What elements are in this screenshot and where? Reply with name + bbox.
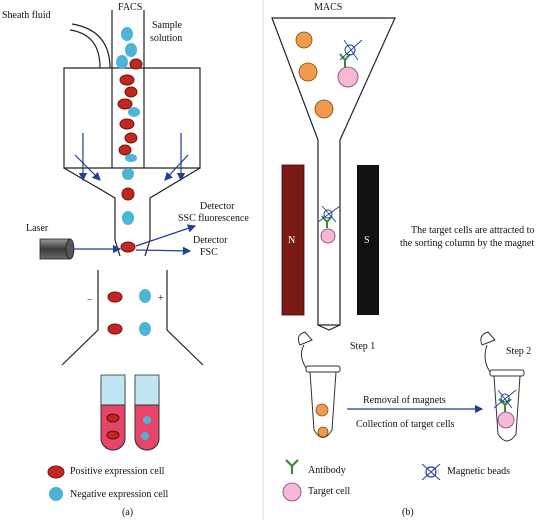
- detector-ssc-label-2: SSC fluorescence: [178, 213, 249, 224]
- negative-cell: [121, 27, 133, 41]
- positive-cell: [118, 144, 132, 156]
- laser-source: [39, 238, 122, 260]
- macs-funnel-cells: [295, 31, 363, 119]
- deflection-plate-left: [61, 270, 99, 366]
- negative-cell: [128, 107, 140, 117]
- panel-label-a: (a): [122, 507, 134, 518]
- step1-tube: [297, 331, 341, 438]
- magnet-south: [357, 165, 379, 315]
- macs-title: MACS: [314, 2, 343, 13]
- sample-cells: [116, 27, 143, 253]
- legend-antibody-swatch: [285, 459, 299, 474]
- legend-target-label: Target cell: [308, 486, 351, 497]
- legend-beads-label: Magnetic beads: [447, 466, 511, 477]
- negative-cell: [122, 168, 134, 180]
- magnet-n-label: N: [288, 235, 296, 246]
- positive-cell: [124, 132, 138, 144]
- detector-fsc-label-1: Detector: [193, 235, 228, 246]
- legend-negative-label: Negative expression cell: [70, 489, 169, 500]
- plus-plate-label: +: [158, 293, 164, 304]
- positive-cell: [119, 118, 135, 130]
- negative-cell: [125, 43, 137, 57]
- fsc-detector-arrow: [135, 246, 192, 256]
- arrow-label-bottom: Collection of target cells: [356, 419, 455, 430]
- minus-plate-label: −: [87, 295, 93, 306]
- legend-positive-label: Positive expression cell: [70, 466, 165, 477]
- detector-fsc-label-2: FSC: [200, 247, 218, 258]
- panel-label-b: (b): [402, 507, 414, 518]
- deflection-plate-right: [166, 270, 204, 366]
- collection-tubes: [100, 374, 160, 451]
- laser-label: Laser: [26, 223, 49, 234]
- sheath-flow-arrows: [74, 133, 189, 182]
- legend-negative-swatch: [49, 487, 63, 501]
- magnet-s-label: S: [364, 235, 370, 246]
- sheath-fluid-tube-outer: [71, 23, 111, 69]
- negative-cell: [116, 55, 128, 69]
- step2-label: Step 2: [506, 346, 532, 357]
- macs-column: [271, 17, 396, 331]
- sample-label-2: solution: [150, 33, 183, 44]
- arrow-label-top: Removal of magnets: [363, 395, 446, 406]
- step2-tube: [480, 331, 525, 442]
- sample-tube: [111, 10, 145, 168]
- negative-cell: [122, 211, 134, 225]
- positive-cell: [129, 58, 143, 70]
- ssc-detector-arrow: [135, 224, 197, 247]
- sample-label-1: Sample: [152, 20, 182, 31]
- magnet-north: [281, 164, 305, 316]
- facs-title: FACS: [118, 2, 143, 13]
- legend-target-swatch: [282, 482, 302, 502]
- detector-ssc-label-1: Detector: [200, 201, 235, 212]
- positive-cell: [117, 98, 133, 110]
- positive-cell: [124, 86, 138, 98]
- sheath-fluid-tube: [69, 29, 101, 69]
- legend-antibody-label: Antibody: [308, 465, 346, 476]
- legend-positive-swatch: [47, 465, 65, 479]
- negative-cell: [125, 154, 137, 162]
- sorted-droplets: [107, 289, 151, 336]
- interrogated-cell: [120, 241, 136, 253]
- sheath-fluid-label: Sheath fluid: [2, 10, 51, 21]
- captured-target-cell: [317, 205, 341, 244]
- nozzle-funnel: [63, 167, 201, 240]
- step1-label: Step 1: [350, 341, 376, 352]
- legend-beads-swatch: [421, 463, 441, 481]
- macs-note-line-2: the sorting column by the magnet: [400, 238, 535, 249]
- macs-note-line-1: The target cells are attracted to: [411, 225, 535, 236]
- positive-cell: [119, 74, 135, 86]
- positive-cell: [121, 187, 135, 201]
